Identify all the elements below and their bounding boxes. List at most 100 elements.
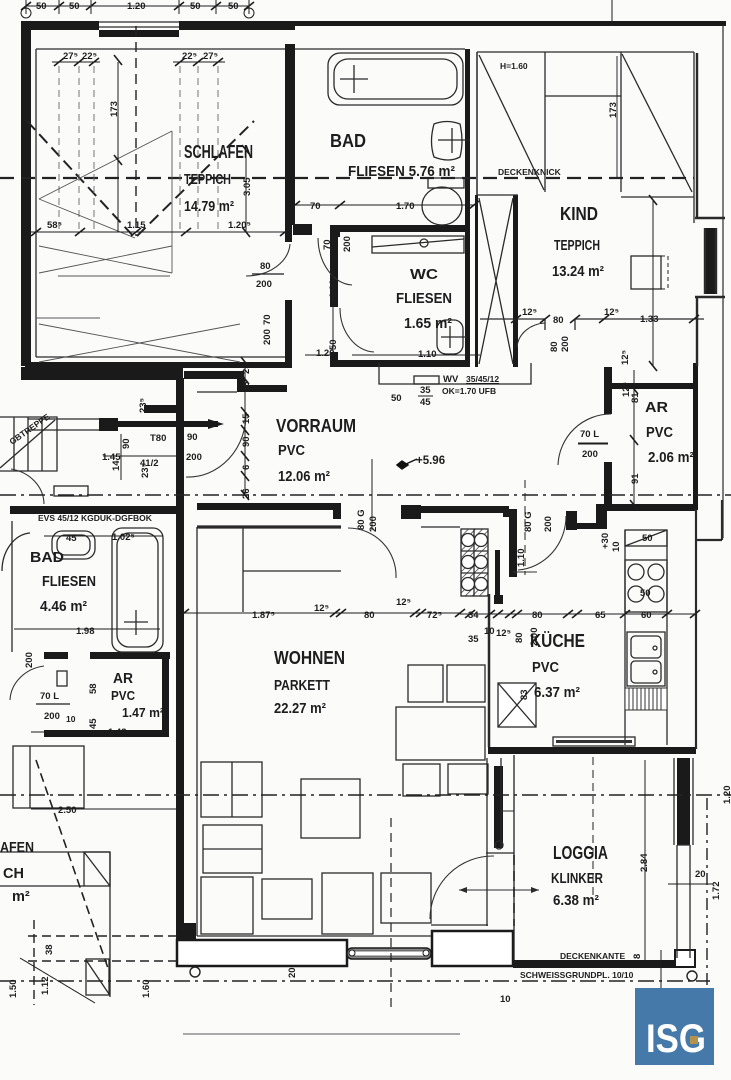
- svg-text:10: 10: [500, 994, 511, 1005]
- svg-text:KÜCHE: KÜCHE: [530, 631, 585, 651]
- svg-text:1.20⁵: 1.20⁵: [228, 220, 251, 231]
- svg-text:22⁵: 22⁵: [182, 51, 197, 62]
- svg-text:91: 91: [630, 473, 641, 484]
- svg-text:200: 200: [262, 329, 273, 345]
- svg-text:27⁵: 27⁵: [203, 51, 218, 62]
- svg-text:KLINKER: KLINKER: [551, 871, 603, 887]
- svg-text:CH: CH: [3, 866, 24, 882]
- svg-text:SCHWEISSGRUNDPL. 10/10: SCHWEISSGRUNDPL. 10/10: [520, 970, 634, 980]
- svg-text:72⁵: 72⁵: [427, 610, 442, 621]
- svg-text:25: 25: [241, 363, 252, 374]
- svg-text:1.00: 1.00: [328, 280, 339, 299]
- svg-text:VORRAUM: VORRAUM: [276, 416, 356, 436]
- svg-text:1.60: 1.60: [141, 980, 152, 999]
- svg-text:1.70: 1.70: [396, 201, 415, 212]
- svg-text:45: 45: [88, 718, 99, 729]
- svg-text:12.06 m²: 12.06 m²: [278, 469, 330, 485]
- svg-text:60: 60: [641, 610, 652, 621]
- svg-text:70 L: 70 L: [40, 691, 59, 702]
- svg-text:81: 81: [630, 392, 641, 403]
- svg-text:80: 80: [553, 315, 564, 326]
- svg-text:50: 50: [642, 533, 653, 544]
- svg-text:80: 80: [549, 341, 560, 352]
- svg-text:1.65 m²: 1.65 m²: [404, 316, 452, 332]
- svg-text:90: 90: [241, 436, 252, 447]
- svg-text:90: 90: [187, 432, 198, 443]
- svg-text:23⁵: 23⁵: [138, 398, 149, 413]
- svg-text:15: 15: [241, 413, 252, 424]
- svg-text:173: 173: [608, 102, 619, 118]
- svg-text:45: 45: [420, 397, 431, 408]
- svg-text:50: 50: [391, 393, 402, 404]
- svg-text:41/2: 41/2: [140, 458, 159, 469]
- svg-text:LOGGIA: LOGGIA: [553, 843, 608, 863]
- svg-text:1.10: 1.10: [418, 349, 437, 360]
- svg-text:1.87⁵: 1.87⁵: [252, 610, 275, 621]
- svg-text:6.38 m²: 6.38 m²: [553, 893, 599, 909]
- svg-text:6: 6: [241, 465, 252, 470]
- svg-text:12⁵: 12⁵: [620, 350, 631, 365]
- svg-text:2.00: 2.00: [529, 628, 540, 647]
- svg-text:12⁵: 12⁵: [496, 628, 511, 639]
- svg-text:TEPPICH: TEPPICH: [554, 238, 600, 254]
- svg-text:50: 50: [228, 1, 239, 12]
- svg-text:AR: AR: [645, 400, 669, 416]
- svg-text:22⁵: 22⁵: [82, 51, 97, 62]
- svg-text:1.50: 1.50: [8, 980, 19, 999]
- svg-text:+30: +30: [600, 533, 611, 549]
- svg-text:200: 200: [256, 279, 272, 290]
- svg-text:KIND: KIND: [560, 204, 598, 224]
- svg-text:200: 200: [342, 236, 353, 252]
- svg-text:1.72: 1.72: [711, 882, 722, 901]
- svg-text:1.43: 1.43: [108, 727, 127, 738]
- svg-text:50: 50: [328, 339, 339, 350]
- svg-text:200: 200: [543, 516, 554, 532]
- svg-text:50: 50: [190, 1, 201, 12]
- svg-text:+5.96: +5.96: [416, 455, 445, 467]
- svg-text:90: 90: [121, 438, 132, 449]
- svg-text:27⁵: 27⁵: [63, 51, 78, 62]
- svg-text:70: 70: [310, 201, 321, 212]
- svg-text:13.24 m²: 13.24 m²: [552, 264, 604, 280]
- svg-text:12⁵: 12⁵: [314, 603, 329, 614]
- svg-text:2.84: 2.84: [639, 853, 650, 872]
- svg-text:14.79 m²: 14.79 m²: [184, 199, 234, 215]
- svg-text:50: 50: [69, 1, 80, 12]
- svg-text:DECKENKANTE: DECKENKANTE: [560, 951, 626, 961]
- svg-text:58: 58: [88, 683, 99, 694]
- svg-text:80 G: 80 G: [523, 511, 534, 532]
- svg-text:200: 200: [582, 449, 598, 460]
- svg-text:1.20: 1.20: [316, 348, 335, 359]
- svg-text:45: 45: [66, 533, 77, 544]
- svg-text:WC: WC: [410, 267, 439, 283]
- svg-text:PVC: PVC: [646, 425, 673, 441]
- svg-text:1.47 m²: 1.47 m²: [122, 706, 164, 720]
- svg-text:12⁵: 12⁵: [604, 307, 619, 318]
- svg-text:65: 65: [595, 610, 606, 621]
- svg-text:EVS 45/12 KGDUK-DGFBOK: EVS 45/12 KGDUK-DGFBOK: [38, 513, 153, 523]
- svg-text:80 G: 80 G: [356, 509, 367, 530]
- svg-text:PVC: PVC: [278, 443, 305, 459]
- svg-text:35: 35: [468, 634, 479, 645]
- svg-text:PVC: PVC: [111, 689, 135, 703]
- svg-text:6.37 m²: 6.37 m²: [534, 685, 580, 701]
- svg-text:50: 50: [36, 1, 47, 12]
- svg-text:1.10: 1.10: [516, 549, 527, 568]
- svg-text:12⁵: 12⁵: [522, 307, 537, 318]
- svg-text:83: 83: [519, 689, 530, 700]
- svg-text:35: 35: [420, 385, 431, 396]
- svg-text:1.98: 1.98: [76, 626, 95, 637]
- svg-text:23⁵: 23⁵: [140, 463, 151, 478]
- svg-text:OK=1.70 UFB: OK=1.70 UFB: [442, 386, 496, 396]
- svg-text:1.15: 1.15: [127, 220, 146, 231]
- svg-text:12⁵: 12⁵: [621, 382, 632, 397]
- svg-text:FLIESEN: FLIESEN: [42, 574, 96, 590]
- svg-text:26: 26: [241, 381, 252, 392]
- svg-text:200: 200: [186, 452, 202, 463]
- svg-text:200: 200: [560, 336, 571, 352]
- svg-text:WV: WV: [443, 374, 459, 385]
- svg-text:SCHLAFEN: SCHLAFEN: [184, 142, 253, 162]
- svg-text:H=1.60: H=1.60: [500, 61, 528, 71]
- svg-text:70: 70: [322, 239, 333, 250]
- svg-text:10: 10: [66, 714, 76, 724]
